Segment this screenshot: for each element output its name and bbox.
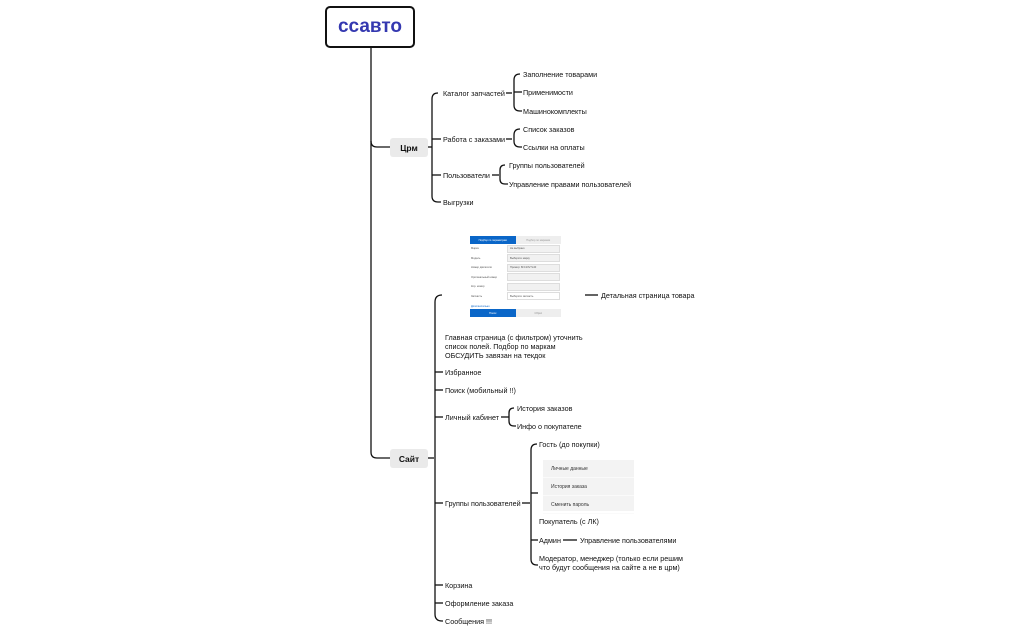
model-select: Выберите марку: [507, 254, 560, 263]
tab-params: Подбор по параметрам: [470, 236, 516, 244]
admin-user-management: Управление пользователями: [580, 536, 677, 545]
field-label: Оригинальный номер: [471, 275, 498, 279]
account-node: Личный кабинет: [445, 413, 500, 422]
user-groups-node: Группы пользователей: [445, 499, 521, 508]
detail-page-node: Детальная страница товара: [601, 291, 695, 300]
moderator-line-1: Модератор, менеджер (только если решим: [539, 554, 683, 563]
main-page-line-3: ОБСУДИТЬ завязан на текдок: [445, 351, 546, 360]
brand-select: Не выбрано: [507, 244, 560, 253]
buyer-node: Покупатель (с ЛК): [539, 517, 599, 526]
account-buyer-info: Инфо о покупателе: [517, 422, 582, 431]
part-select: Выберите запчасть: [507, 292, 560, 301]
checkout-node: Оформление заказа: [445, 599, 514, 608]
menu-item: История заказа: [543, 478, 634, 496]
form-row: Номер двигателя Пример: 6FC10V7L40: [470, 263, 561, 273]
account-menu-mockup: Личные данные История заказа Сменить пар…: [543, 460, 634, 514]
root-node: ссавто: [325, 6, 415, 48]
admin-node: Админ: [539, 536, 561, 545]
catalog-kits: Машинокомплекты: [523, 107, 587, 116]
messages-node: Сообщения !!!: [445, 617, 492, 626]
catalog-applicability: Применимости: [523, 88, 573, 97]
cor-number-input: [507, 282, 560, 291]
crm-node: Црм: [390, 138, 428, 157]
main-page-line-1: Главная страница (с фильтром) уточнить: [445, 333, 583, 342]
site-node: Сайт: [390, 449, 428, 468]
main-page-line-2: список полей. Подбор по маркам: [445, 342, 556, 351]
users-groups: Группы пользователей: [509, 161, 585, 170]
tab-brands: Подбор по марками: [515, 236, 561, 244]
engine-input: Пример: 6FC10V7L40: [507, 263, 560, 272]
menu-item: Личные данные: [543, 460, 634, 478]
guest-node: Гость (до покупки): [539, 440, 600, 449]
reset-button: Сброс: [515, 309, 561, 317]
form-row: Запчасть Выберите запчасть: [470, 292, 561, 302]
orders-list: Список заказов: [523, 125, 575, 134]
menu-item: Сменить пароль: [543, 496, 634, 514]
favorites-node: Избранное: [445, 368, 482, 377]
more-link: Дополнительно: [471, 305, 490, 308]
form-row: Марка Не выбрано: [470, 244, 561, 254]
search-mobile-node: Поиск (мобильный !!): [445, 386, 516, 395]
cart-node: Корзина: [445, 581, 473, 590]
form-row: Кор. номер: [470, 282, 561, 292]
moderator-line-2: что будут сообщения на сайте а не в црм): [539, 563, 680, 572]
field-label: Модель: [471, 256, 481, 260]
form-row: Оригинальный номер: [470, 273, 561, 283]
field-label: Кор. номер: [471, 285, 485, 289]
original-number-input: [507, 273, 560, 282]
form-row: Модель Выберите марку: [470, 254, 561, 264]
users-rights: Управление правами пользователей: [509, 180, 632, 189]
catalog-fill: Заполнение товарами: [523, 70, 598, 79]
search-button: Поиск: [470, 309, 516, 317]
field-label: Номер двигателя: [471, 266, 492, 270]
field-label: Марка: [471, 247, 479, 251]
crm-catalog: Каталог запчастей: [443, 89, 505, 98]
account-order-history: История заказов: [517, 404, 573, 413]
crm-exports: Выгрузки: [443, 198, 474, 207]
orders-payment-links: Ссылки на оплаты: [523, 143, 585, 152]
crm-users: Пользователи: [443, 171, 490, 180]
filter-form-mockup: Подбор по параметрам Подбор по марками М…: [470, 236, 561, 323]
crm-orders: Работа с заказами: [443, 135, 506, 144]
field-label: Запчасть: [471, 294, 483, 298]
